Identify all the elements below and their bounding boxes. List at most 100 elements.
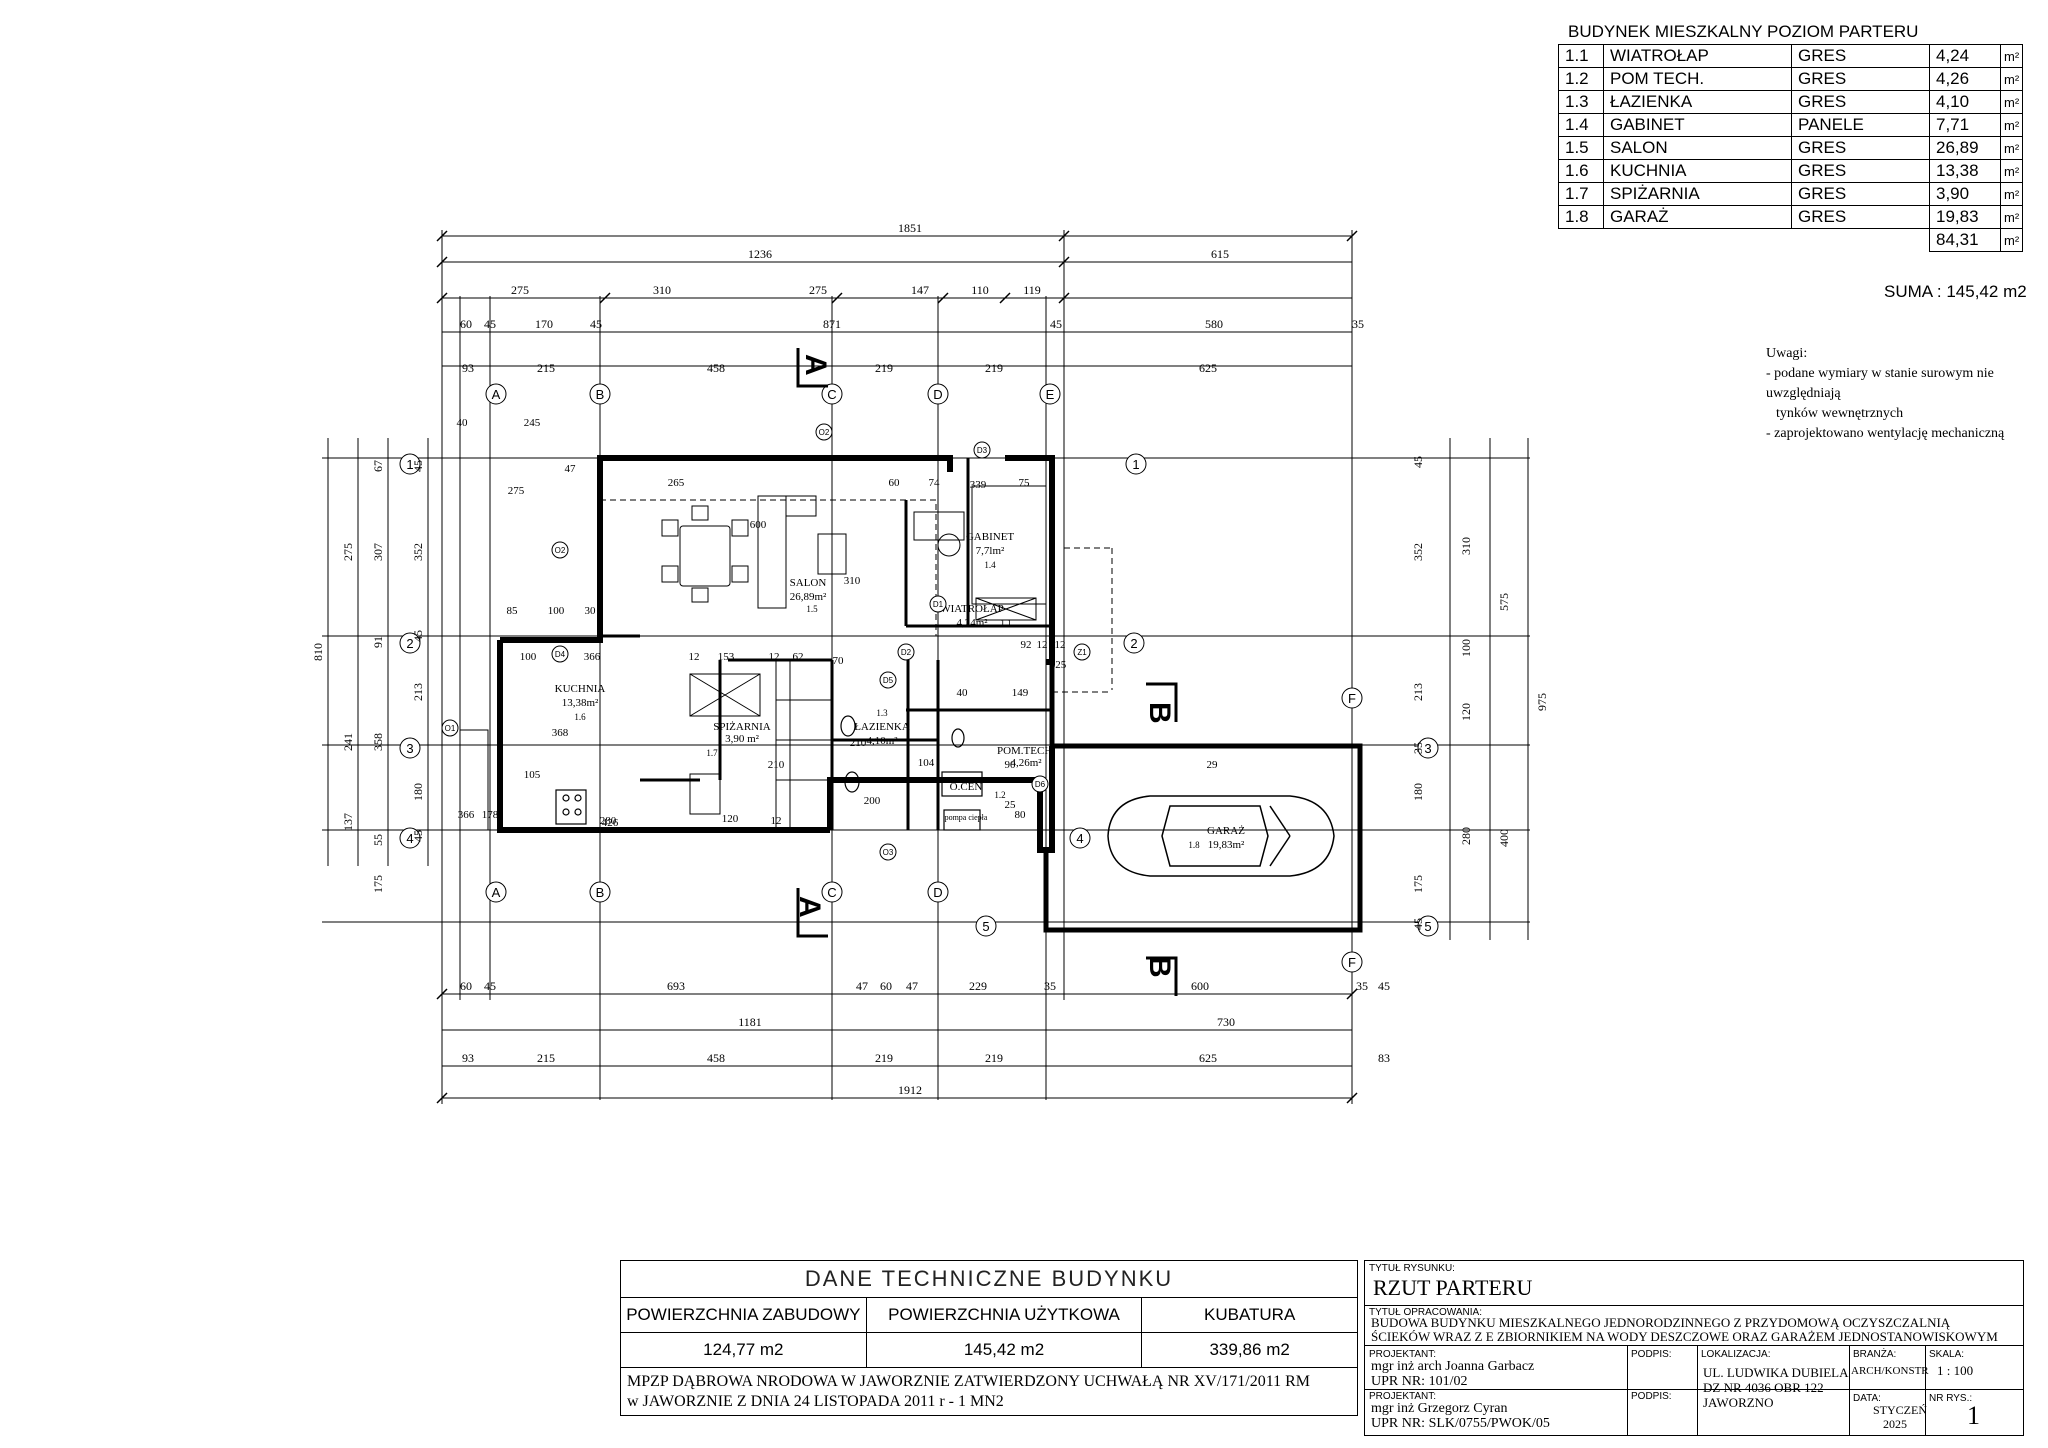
axis-2-left: 2 [406,636,413,651]
door-tag-z1: Z1 [1077,648,1087,657]
room-name: KUCHNIA [1603,159,1792,183]
dim-int-24: 62 [793,651,804,663]
dim-bot1-1: 45 [484,979,496,993]
room-name: SPIŻARNIA [1603,182,1792,206]
dim-int-10: 310 [844,575,861,587]
dim-bot3-6: 83 [1378,1051,1390,1065]
dim-bot1-5: 47 [906,979,918,993]
title-block: TYTUŁ RYSUNKU: RZUT PARTERU TYTUŁ OPRACO… [1364,1260,2024,1436]
section-b-bottom: B [1143,956,1176,978]
tb-data-2: 2025 [1883,1417,1907,1431]
dim-int-31: 120 [722,813,739,825]
dim-bottom-overall: 1912 [898,1083,922,1097]
room-kuchnia-tag: 1.6 [574,712,586,722]
dim-int-39: 80 [1015,809,1027,821]
tech-header-zabudowa: POWIERZCHNIA ZABUDOWY [621,1298,867,1332]
axis-a-bottom: A [492,885,501,900]
notes-line1b: tynków wewnętrznych [1776,406,1904,421]
room-name: GARAŻ [1603,205,1792,229]
dim-int-45: 92 [1021,639,1032,651]
dim-bot1-8: 600 [1191,979,1209,993]
table-row: 1.3 ŁAZIENKA GRES 4,10 m² [1558,90,2024,114]
tb-data-label: DATA: [1853,1393,1881,1404]
axis-a-top: A [492,387,501,402]
room-name: ŁAZIENKA [1603,90,1792,114]
dim-right4-1: 352 [1411,543,1425,561]
room-name: GABINET [1603,113,1792,137]
room-unit: m² [1999,90,2024,114]
dim-int-21: 153 [718,651,735,663]
table-row: 1.5 SALON GRES 26,89 m² [1558,136,2024,160]
axis-4-mid: 4 [1076,831,1083,846]
dim-left3-2: 91 [371,636,385,648]
dim-top-garage: 615 [1211,247,1229,261]
notes-line2: - zaprojektowano wentylację mechaniczną [1766,426,2005,441]
dim-int-2: 275 [508,485,525,497]
dim-int-43: 178 [482,809,499,821]
dim-int-34: 200 [864,795,881,807]
dim-int-38: 104 [918,757,935,769]
table-total-row: 84,31 m² [1559,228,2024,252]
room-unit: m² [1999,159,2024,183]
dim-int-3: 47 [565,463,577,475]
dim-int-23: 105 [524,769,541,781]
dim-bot3-1: 215 [537,1051,555,1065]
dim-right4-2: 213 [1411,683,1425,701]
dim-int-7: 74 [929,477,941,489]
tb-opracowanie-2: ŚCIEKÓW WRAZ Z E ZBIORNIKIEM NA WODY DES… [1371,1329,1998,1344]
dim-right-outer: 975 [1535,693,1549,711]
room-garaz-area: 19,83m² [1208,839,1245,851]
axis-1-right: 1 [1132,457,1139,472]
dim-top-house: 1236 [748,247,772,261]
dim-top4-5: 45 [1050,317,1062,331]
dim-bot3-5: 625 [1199,1051,1217,1065]
tech-title: DANE TECHNICZNE BUDYNKU [621,1261,1357,1298]
room-area: 4,24 [1929,44,2001,68]
dim-left2-0: 275 [341,543,355,561]
dim-top4-7: 35 [1352,317,1364,331]
section-a-bottom: A [793,896,826,918]
room-total-area: 84,31 [1929,228,2001,252]
door-tag-d2: D2 [901,648,912,657]
tb-projektant-upr: UPR NR: 101/02 [1371,1374,1468,1389]
dim-top4-2: 170 [535,317,553,331]
dim-int-6: 60 [889,477,901,489]
dim-right2-1: 400 [1497,829,1511,847]
dim-top5-4: 219 [985,361,1003,375]
dim-int-4: 265 [668,477,685,489]
room-table-title: BUDYNEK MIESZKALNY POZIOM PARTERU [1568,22,1919,41]
tech-value-kubatura: 339,86 m2 [1209,1340,1290,1359]
room-gabinet-tag: 1.4 [984,560,996,570]
section-a-top: A [799,354,832,376]
dim-top5-2: 458 [707,361,725,375]
room-gabinet-area: 7,7lm² [976,545,1005,557]
dim-left2-1: 241 [341,733,355,751]
room-unit: m² [1999,67,2024,91]
dim-int-46: 12 [1037,639,1048,651]
dim-bot3-0: 93 [462,1051,474,1065]
dim-top3-1: 310 [653,283,671,297]
room-garaz-tag: 1.8 [1188,840,1200,850]
dim-bot2-0: 1181 [738,1015,762,1029]
room-wiatrolap-name: WIATROŁAP [940,603,1004,615]
axis-5-right: 5 [1424,919,1431,934]
dim-int-0: 40 [457,417,469,429]
room-table: 1.1 WIATROŁAP GRES 4,24 m² 1.2 POM TECH.… [1558,44,2024,252]
axis-c-bottom: C [827,885,836,900]
dim-bot2-1: 730 [1217,1015,1235,1029]
dim-bot1-0: 60 [460,979,472,993]
door-tag-o2-b: O2 [819,428,830,437]
tb-lokalizacja-2: DZ NR 4036 OBR 122 [1703,1380,1824,1395]
room-unit: m² [1999,44,2024,68]
dim-top3-5: 119 [1023,283,1041,297]
door-tag-o1: O1 [445,724,456,733]
dim-int-33: 210 [850,737,867,749]
dim-int-30: 426 [602,817,619,829]
dim-left3-1: 307 [371,543,385,561]
axis-2-right: 2 [1130,636,1137,651]
dim-left4-1: 352 [411,543,425,561]
room-unit: m² [1999,136,2024,160]
tech-data-box: DANE TECHNICZNE BUDYNKU POWIERZCHNIA ZAB… [620,1260,1358,1416]
dim-bot1-3: 47 [856,979,868,993]
dim-right4-3: 35 [1411,742,1425,754]
